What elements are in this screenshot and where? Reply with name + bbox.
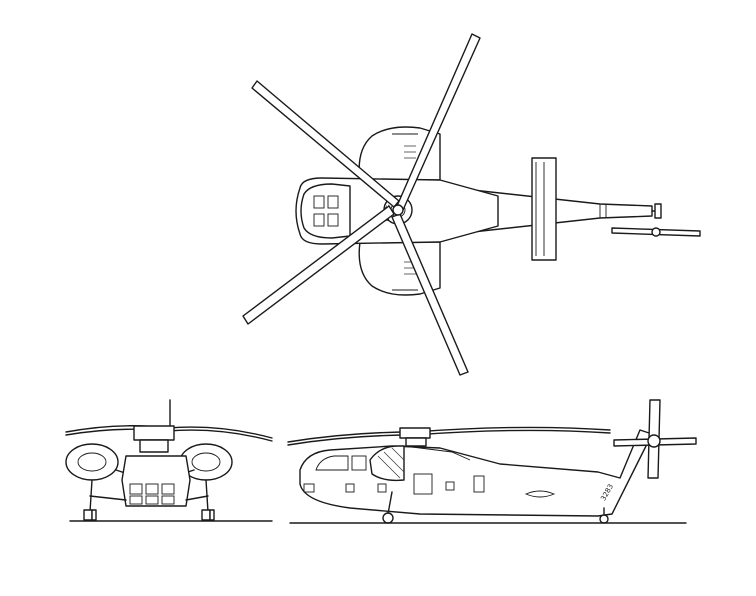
front-rotor-head — [133, 425, 175, 441]
rotor-blade-2 — [251, 80, 400, 208]
side-insignia — [524, 490, 556, 498]
front-view — [65, 399, 273, 522]
side-rotor-blade — [287, 426, 611, 443]
top-cockpit — [300, 183, 351, 239]
front-engine-pod-left — [65, 443, 119, 481]
side-tail-rotor — [613, 399, 697, 479]
side-fuselage — [299, 429, 653, 517]
top-main-rotor — [242, 33, 481, 376]
front-fuselage — [121, 455, 191, 507]
top-tail-rotor — [611, 203, 701, 237]
rotor-blade-4 — [391, 213, 469, 376]
rotor-blade-3 — [242, 205, 395, 325]
side-rotor-head — [399, 427, 431, 439]
top-view: 3283 — [242, 33, 701, 376]
side-view: 3283 — [287, 399, 697, 524]
front-landing-gear — [83, 479, 215, 521]
